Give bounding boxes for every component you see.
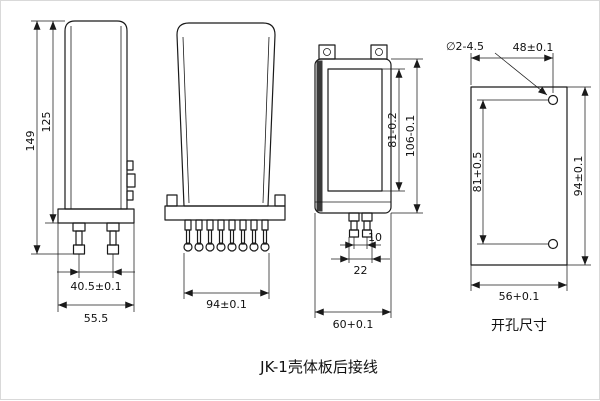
stud — [348, 212, 360, 238]
case-outline — [64, 20, 128, 210]
front-view: 94±0.1 — [164, 22, 286, 311]
ear-hole — [323, 48, 331, 56]
drill-view-title: 开孔尺寸 — [491, 318, 547, 334]
section-wall — [316, 60, 323, 212]
side-tab — [274, 194, 286, 207]
ear-hole — [375, 48, 383, 56]
dim-height-body: 125 — [40, 112, 53, 133]
dim-depth: 55.5 — [84, 312, 109, 325]
base-flange — [57, 208, 135, 224]
drill-view: ∅2-4.5 48±0.1 81+0.5 94±0.1 56+0.1 开孔尺寸 — [446, 40, 591, 334]
pin — [106, 222, 120, 255]
terminal-detail — [126, 160, 134, 171]
base-flange — [164, 205, 286, 221]
dim-stud-span: 22 — [354, 264, 368, 277]
rear-view: 81-0.2 106-0.1 10 22 60+0.1 — [314, 44, 423, 331]
dim-stud-gap: 10 — [368, 231, 382, 244]
dim-outer-height: 106-0.1 — [404, 115, 417, 157]
dim-hole-pitch: 81+0.5 — [471, 152, 484, 193]
drawing-caption: JK-1壳体板后接线 — [259, 358, 378, 376]
side-view: 149 125 40.5±0.1 55.5 — [24, 20, 136, 325]
dim-hole-offset: 48±0.1 — [513, 41, 554, 54]
drill-hole — [547, 238, 559, 250]
dim-pin-row-width: 94±0.1 — [206, 298, 247, 311]
pin-row — [183, 219, 270, 252]
dim-height-total: 149 — [24, 131, 37, 152]
dim-inner-height: 81-0.2 — [386, 112, 399, 147]
case-outline — [176, 22, 276, 207]
dim-drill-width: 56+0.1 — [499, 290, 540, 303]
mounting-ear — [370, 44, 388, 60]
opening — [327, 68, 383, 192]
case-outline — [314, 58, 392, 214]
side-tab — [166, 194, 178, 207]
cutout-outline — [470, 86, 568, 266]
dim-rear-width: 60+0.1 — [333, 318, 374, 331]
drill-hole — [547, 94, 559, 106]
pin — [72, 222, 86, 255]
mounting-ear — [318, 44, 336, 60]
dim-drill-height: 94±0.1 — [572, 156, 585, 197]
dim-pin-span: 40.5±0.1 — [70, 280, 121, 293]
dim-hole-spec: ∅2-4.5 — [446, 40, 484, 53]
